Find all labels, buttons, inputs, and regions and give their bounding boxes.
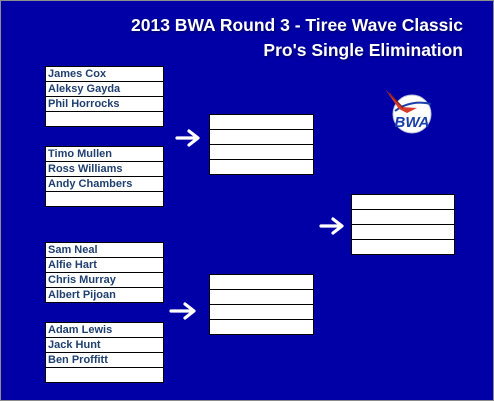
player-slot	[209, 159, 314, 175]
player-slot	[209, 274, 314, 290]
round2-group	[209, 114, 314, 175]
player-slot	[209, 129, 314, 145]
round1-group: Adam Lewis Jack Hunt Ben Proffitt	[45, 322, 164, 383]
player-slot: Albert Pijoan	[45, 287, 164, 303]
player-slot: Alfie Hart	[45, 257, 164, 273]
arrow-right-icon	[169, 302, 196, 320]
round1-group: Sam Neal Alfie Hart Chris Murray Albert …	[45, 242, 164, 303]
player-slot: Jack Hunt	[45, 337, 164, 353]
player-slot	[209, 289, 314, 305]
player-slot: Phil Horrocks	[45, 96, 164, 112]
player-slot: James Cox	[45, 66, 164, 82]
player-slot	[351, 209, 455, 225]
player-slot	[45, 111, 164, 127]
title-line-1: 2013 BWA Round 3 - Tiree Wave Classic	[131, 15, 463, 35]
player-slot	[209, 304, 314, 320]
player-slot: Timo Mullen	[45, 146, 164, 162]
arrow-right-icon	[175, 129, 200, 147]
round1-group: Timo Mullen Ross Williams Andy Chambers	[45, 146, 164, 207]
final-group	[351, 194, 455, 255]
player-slot	[209, 144, 314, 160]
player-slot	[45, 367, 164, 383]
player-slot: Andy Chambers	[45, 176, 164, 192]
player-slot: Aleksy Gayda	[45, 81, 164, 97]
player-slot: Adam Lewis	[45, 322, 164, 338]
player-slot	[351, 194, 455, 210]
logo-text: BWA	[395, 114, 430, 131]
round1-group: James Cox Aleksy Gayda Phil Horrocks	[45, 66, 164, 127]
bwa-logo: BWA	[383, 83, 435, 135]
bracket-title: 2013 BWA Round 3 - Tiree Wave Classic Pr…	[131, 13, 463, 63]
player-slot: Chris Murray	[45, 272, 164, 288]
title-line-2: Pro's Single Elimination	[263, 40, 463, 60]
player-slot	[351, 224, 455, 240]
arrow-right-icon	[319, 217, 344, 235]
player-slot	[45, 191, 164, 207]
player-slot	[209, 114, 314, 130]
player-slot: Ross Williams	[45, 161, 164, 177]
player-slot: Sam Neal	[45, 242, 164, 258]
player-slot	[209, 319, 314, 335]
round2-group	[209, 274, 314, 335]
player-slot: Ben Proffitt	[45, 352, 164, 368]
player-slot	[351, 239, 455, 255]
